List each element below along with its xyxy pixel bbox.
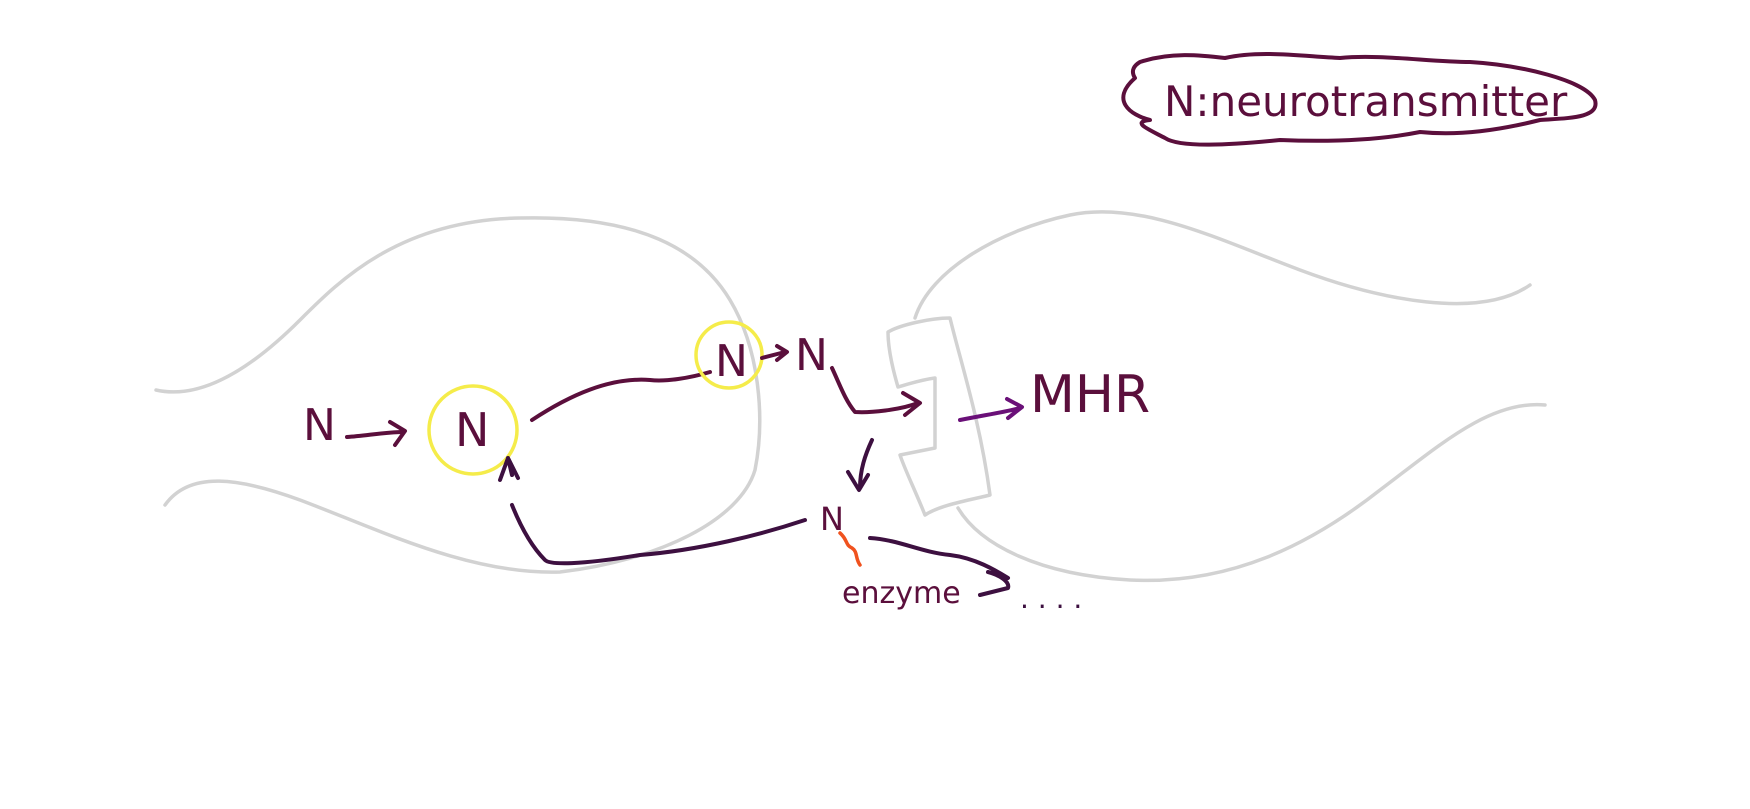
legend-text: N:neurotransmitter [1164,77,1568,126]
to-cleft-arrow [846,438,874,492]
release-arrow [760,344,789,362]
n-vesicle-label: N [455,403,489,457]
postsynaptic-neuron-lower-outline [956,402,1547,583]
reuptake-path [510,503,807,566]
receptor-output-arrow [958,397,1024,422]
presynaptic-neuron-outline [154,216,762,574]
reuptake-arrowhead [498,456,520,482]
enzyme-label: enzyme [842,576,961,611]
enzyme-squiggle [838,531,862,567]
vesicle-highlight-circle [427,384,519,476]
receptor-outline [886,316,992,517]
n-release-label: N [715,336,748,387]
postsynaptic-neuron-outline [913,210,1532,320]
release-highlight-circle [694,320,764,390]
legend-cloud-outline [1121,51,1598,147]
breakdown-ellipsis: . . . . [1020,582,1082,615]
breakdown-arrow [868,536,1011,597]
n-released-label: N [795,330,828,381]
transport-path [530,370,712,422]
n-cleft-label: N [820,500,844,538]
incoming-arrow [345,420,407,447]
to-receptor-arrow [830,366,922,417]
receptor-output-label: MHR [1030,365,1150,425]
n-incoming-label: N [303,400,336,451]
